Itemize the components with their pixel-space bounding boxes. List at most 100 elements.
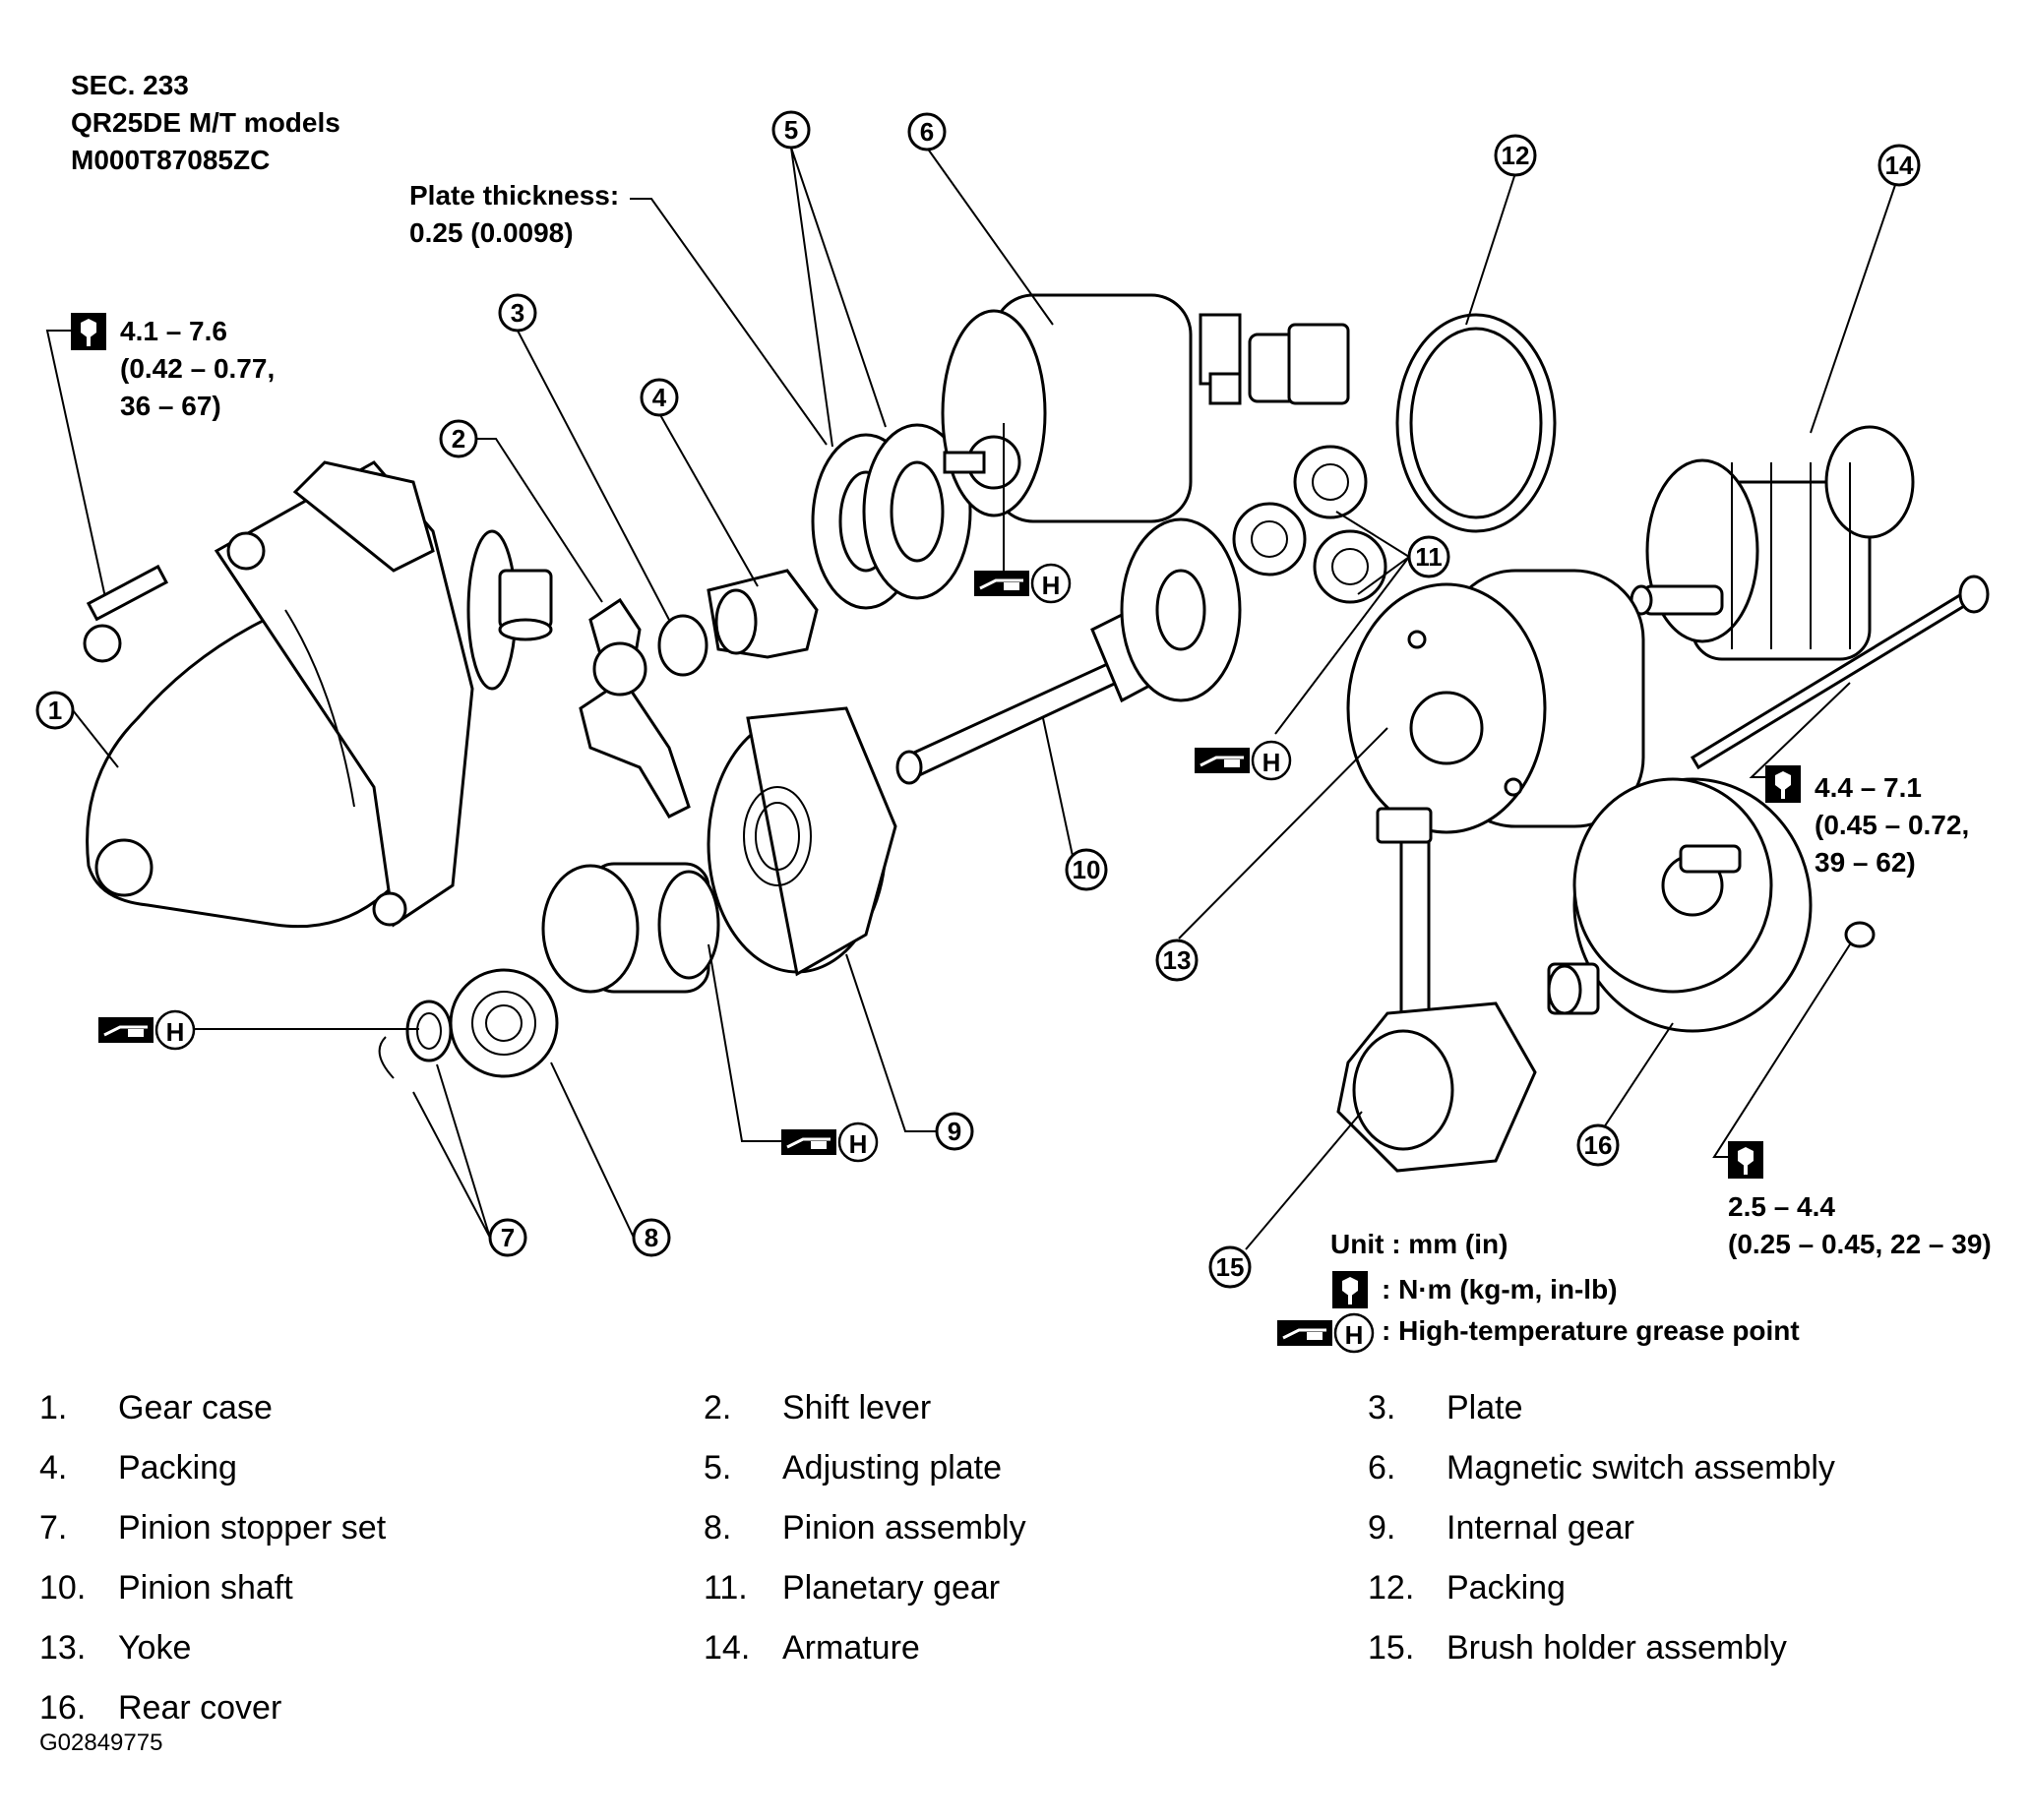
parts-list: 1.Gear case 2.Shift lever 3.Plate 4.Pack… bbox=[39, 1389, 2007, 1728]
through-bolt bbox=[1690, 575, 1990, 770]
svg-text:4: 4 bbox=[652, 383, 667, 412]
svg-text:16: 16 bbox=[1584, 1130, 1613, 1160]
svg-text:7: 7 bbox=[501, 1223, 515, 1252]
parts-list-item: 12. Packing bbox=[1368, 1569, 2007, 1608]
part-name: Plate bbox=[1446, 1389, 1523, 1426]
bolt-torque-leader bbox=[45, 330, 107, 603]
callout-3: 3 bbox=[498, 293, 670, 621]
callout-4: 4 bbox=[640, 378, 759, 587]
packing-4 bbox=[707, 569, 819, 659]
callout-6: 6 bbox=[907, 112, 1054, 326]
model-label: QR25DE M/T models bbox=[71, 107, 340, 138]
rear-screw-torque-line1: 2.5 – 4.4 bbox=[1728, 1191, 1835, 1222]
diagram-code: M000T87085ZC bbox=[71, 145, 270, 175]
diagram-canvas: SEC. 233 QR25DE M/T models M000T87085ZC … bbox=[35, 70, 1992, 1354]
callout-15: 15 bbox=[1208, 1111, 1363, 1289]
part-name: Gear case bbox=[118, 1389, 273, 1426]
parts-list-item: 2. Shift lever bbox=[704, 1389, 1368, 1427]
parts-list-item: 9.Internal gear bbox=[1368, 1509, 2007, 1547]
part-number: 5. bbox=[704, 1449, 732, 1486]
rear-screw-torque-line2: (0.25 – 0.45, 22 – 39) bbox=[1728, 1229, 1992, 1259]
part-number: 4. bbox=[39, 1449, 68, 1486]
svg-text:3: 3 bbox=[511, 298, 524, 328]
grease-unit-label: : High-temperature grease point bbox=[1382, 1315, 1800, 1346]
gear-case-bolt bbox=[83, 564, 169, 663]
armature bbox=[1630, 425, 1915, 661]
part-number: 3. bbox=[1368, 1389, 1396, 1426]
part-name: Armature bbox=[782, 1629, 920, 1667]
through-bolt-torque-line3: 39 – 62) bbox=[1815, 847, 1916, 878]
svg-text:2: 2 bbox=[452, 424, 465, 454]
bolt-torque-line2: (0.42 – 0.77, bbox=[120, 353, 275, 384]
part-number: 7. bbox=[39, 1509, 68, 1547]
grease-letter: H bbox=[1262, 748, 1281, 777]
grease-letter: H bbox=[849, 1129, 868, 1159]
parts-list-item: 1. Gear case bbox=[39, 1389, 704, 1427]
parts-list-item: 7. Pinion stopper set bbox=[39, 1509, 704, 1547]
rear-cover bbox=[1572, 777, 1813, 1033]
part-number: 15. bbox=[1368, 1629, 1415, 1667]
callout-10: 10 bbox=[1042, 717, 1108, 891]
svg-text:15: 15 bbox=[1216, 1252, 1245, 1282]
svg-text:12: 12 bbox=[1502, 141, 1530, 170]
internal-gear bbox=[707, 706, 897, 977]
callout-5: 5 bbox=[771, 110, 887, 448]
part-number: 1. bbox=[39, 1389, 68, 1426]
callout-9: 9 bbox=[845, 953, 974, 1151]
callout-11: 11 bbox=[1274, 511, 1450, 735]
parts-list-item: 4.Packing bbox=[39, 1449, 704, 1487]
pinion-stopper-set bbox=[378, 1000, 453, 1079]
rear-cover-screw bbox=[1844, 921, 1876, 948]
parts-list-item: 14.Armature bbox=[704, 1629, 1368, 1668]
gear-case-bushing bbox=[498, 569, 553, 641]
bolt-torque-line1: 4.1 – 7.6 bbox=[120, 316, 227, 346]
part-number: 2. bbox=[704, 1389, 732, 1426]
part-name: Shift lever bbox=[782, 1389, 932, 1426]
part-number: 11. bbox=[704, 1569, 748, 1607]
pinion-assembly bbox=[449, 862, 720, 1078]
callout-7: 7 bbox=[412, 1063, 527, 1257]
plate bbox=[657, 614, 708, 677]
part-name: Rear cover bbox=[118, 1689, 282, 1727]
part-number: 6. bbox=[1368, 1449, 1396, 1486]
parts-list-item: 5.Adjusting plate bbox=[704, 1449, 1368, 1487]
part-name: Brush holder assembly bbox=[1446, 1629, 1787, 1667]
through-bolt-torque-line2: (0.45 – 0.72, bbox=[1815, 810, 1969, 840]
svg-text:5: 5 bbox=[784, 115, 798, 145]
part-number: 8. bbox=[704, 1509, 732, 1547]
parts-list-item: 3. Plate bbox=[1368, 1389, 2007, 1427]
callout-12: 12 bbox=[1465, 134, 1537, 326]
svg-text:11: 11 bbox=[1415, 542, 1443, 572]
yoke bbox=[1346, 569, 1645, 834]
part-name: Internal gear bbox=[1446, 1509, 1634, 1547]
callout-16: 16 bbox=[1576, 1022, 1674, 1167]
torque-icon bbox=[1765, 765, 1801, 803]
part-name: Pinion stopper set bbox=[118, 1509, 387, 1547]
brush-holder-assembly bbox=[1336, 807, 1537, 1173]
svg-text:10: 10 bbox=[1073, 855, 1101, 884]
planetary-gears bbox=[1232, 445, 1387, 604]
svg-text:9: 9 bbox=[948, 1117, 961, 1146]
parts-list-item: 6.Magnetic switch assembly bbox=[1368, 1449, 2007, 1487]
callout-13: 13 bbox=[1155, 727, 1388, 982]
parts-list-item: 10.Pinion shaft bbox=[39, 1569, 704, 1608]
section-number: SEC. 233 bbox=[71, 70, 189, 100]
svg-text:14: 14 bbox=[1885, 151, 1914, 180]
plate-thickness-value: 0.25 (0.0098) bbox=[409, 217, 574, 248]
part-name: Packing bbox=[1446, 1569, 1566, 1607]
svg-text:1: 1 bbox=[48, 696, 62, 725]
plate-thickness-leader bbox=[630, 198, 828, 446]
grease-letter: H bbox=[1345, 1320, 1364, 1350]
callout-8: 8 bbox=[550, 1062, 671, 1257]
part-number: 16. bbox=[39, 1689, 87, 1727]
torque-icon bbox=[71, 313, 106, 350]
parts-list-item: 11.Planetary gear bbox=[704, 1569, 1368, 1608]
bolt-torque-line3: 36 – 67) bbox=[120, 391, 221, 421]
part-number: 12. bbox=[1368, 1569, 1415, 1607]
part-number: 10. bbox=[39, 1569, 87, 1607]
torque-icon bbox=[1332, 1271, 1368, 1308]
callout-1: 1 bbox=[35, 691, 119, 768]
part-name: Pinion assembly bbox=[782, 1509, 1026, 1547]
figure-id: G02849775 bbox=[39, 1729, 163, 1756]
